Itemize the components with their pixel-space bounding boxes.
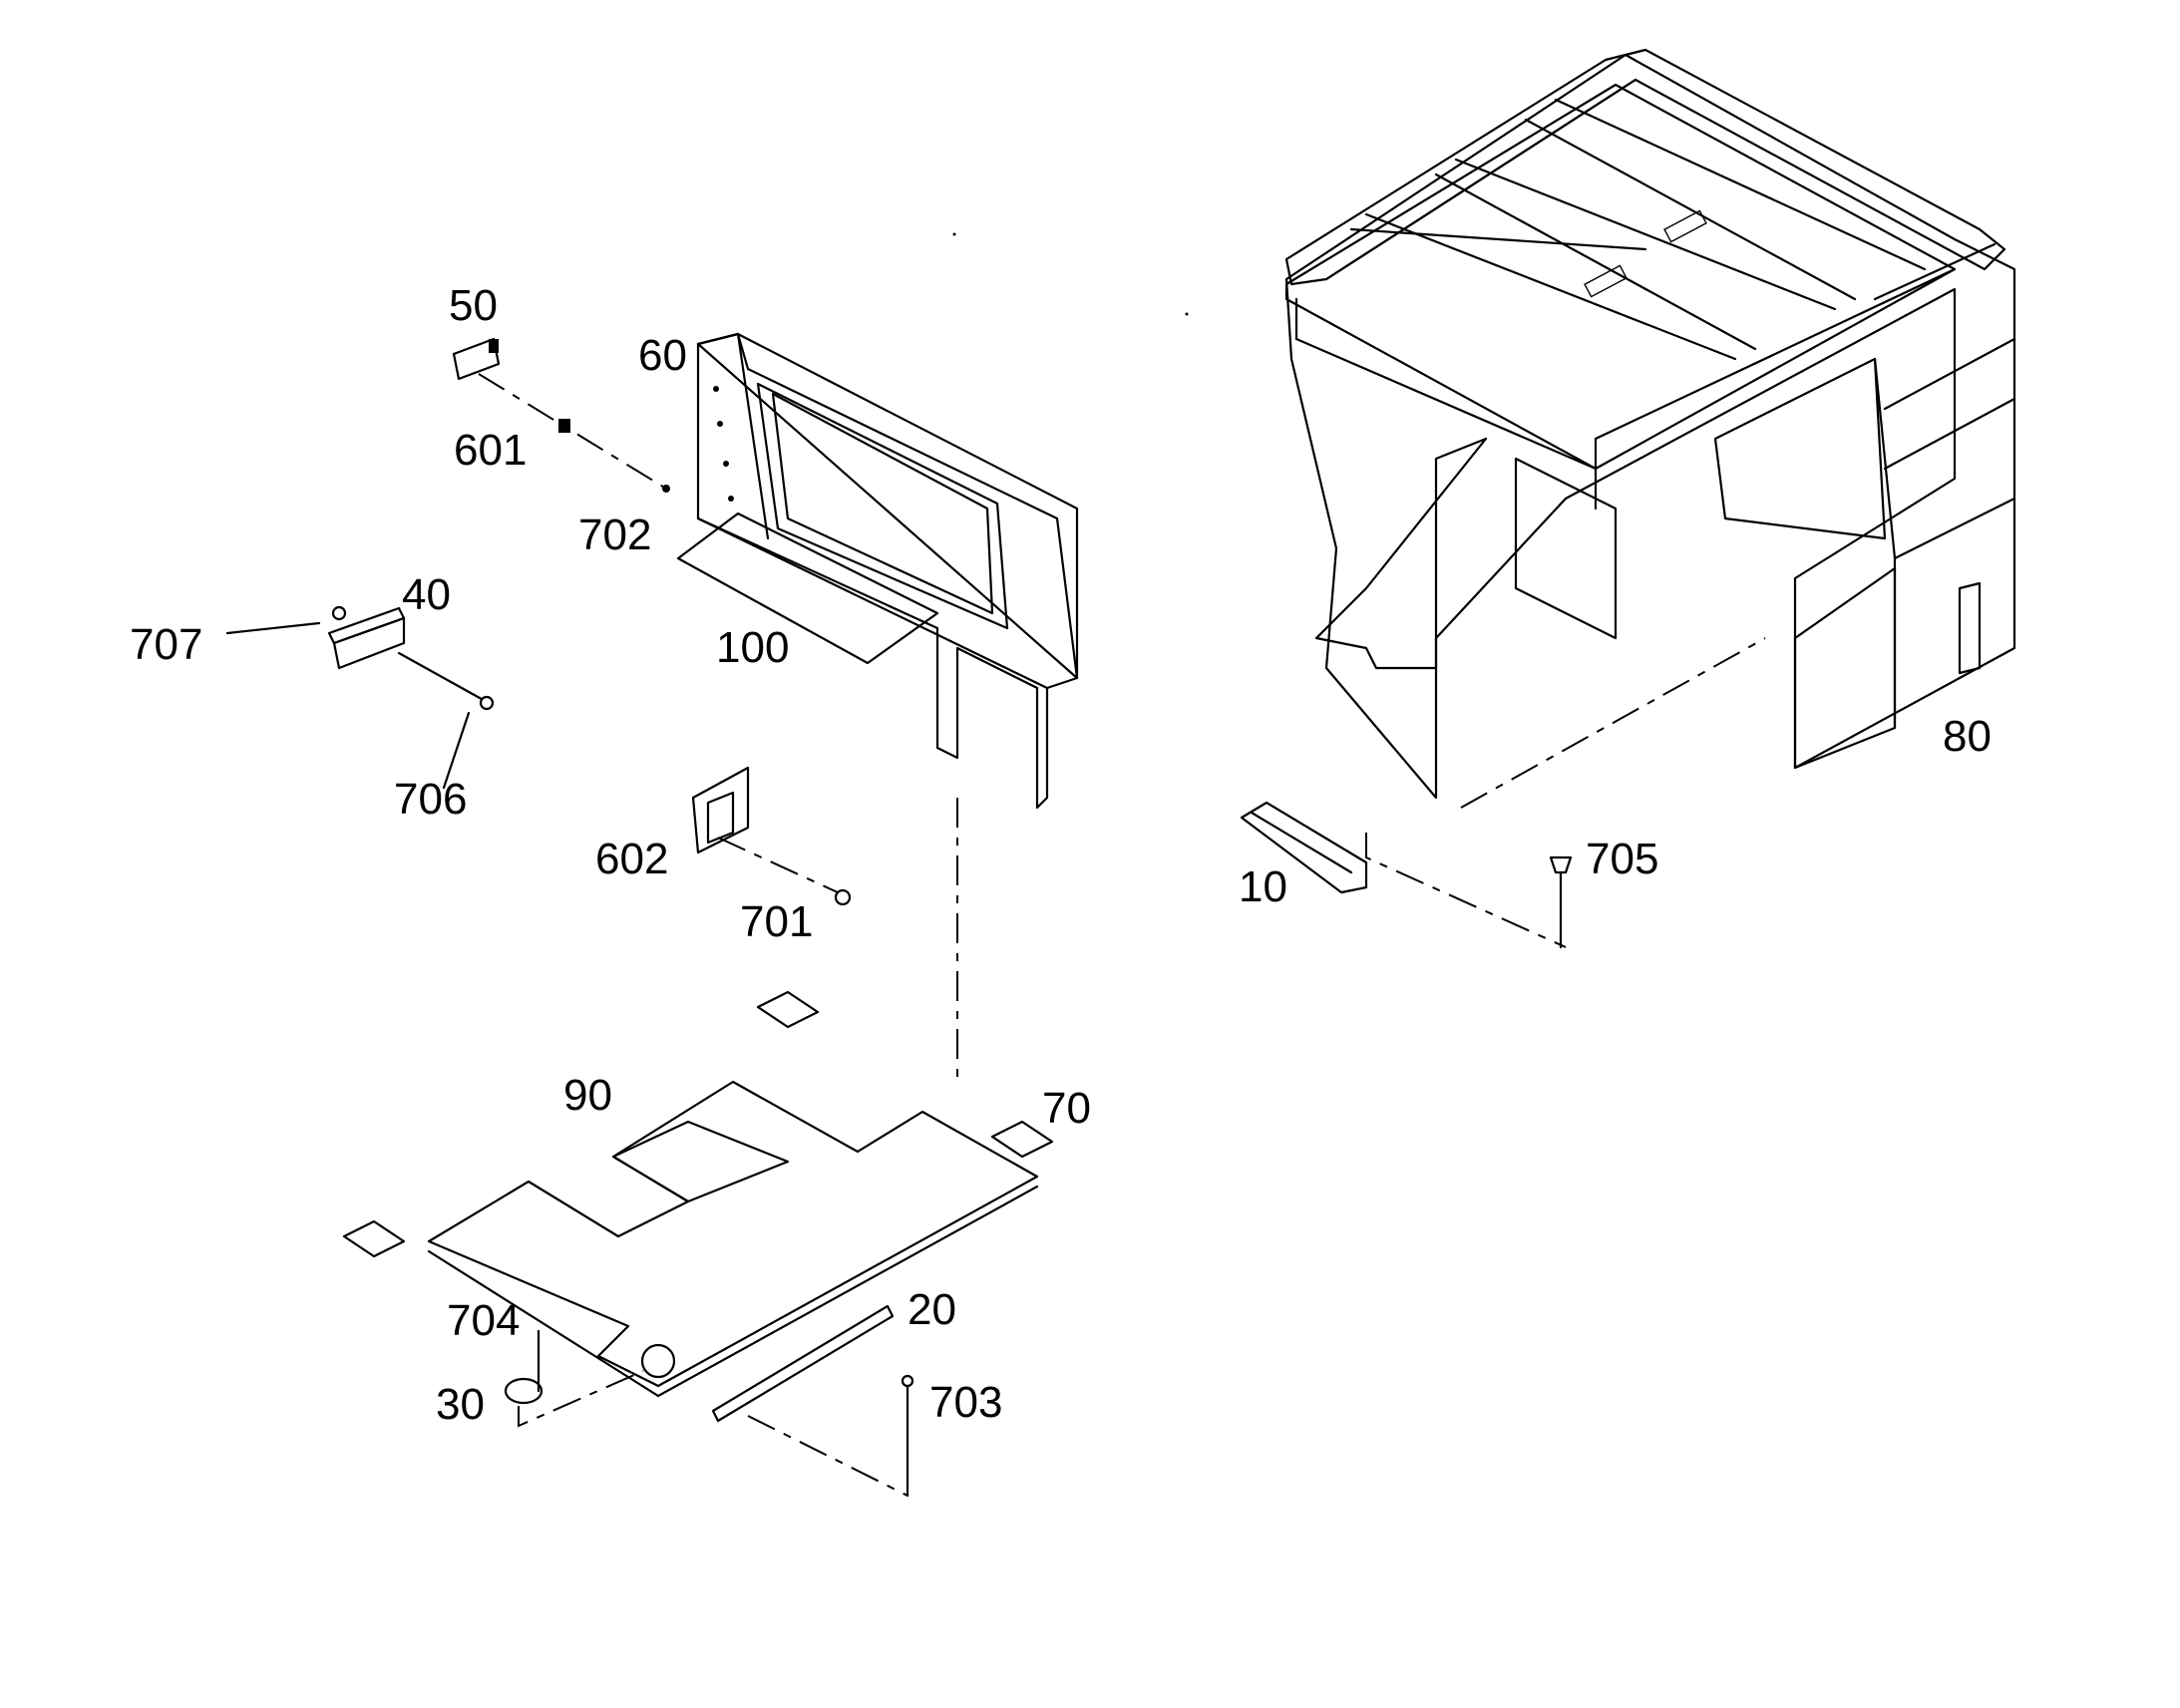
part-90-floor-plate xyxy=(427,1080,1039,1388)
callout-704: 704 xyxy=(447,1296,521,1345)
leader-50-702 xyxy=(478,373,667,490)
part-70-pad-top xyxy=(756,990,820,1029)
part-90-edge xyxy=(427,1249,660,1398)
callout-30: 30 xyxy=(436,1380,485,1429)
stray-dot-2 xyxy=(1185,312,1189,316)
part-703-head xyxy=(901,1374,914,1388)
callout-705: 705 xyxy=(1586,835,1659,883)
part-100-mat xyxy=(676,512,939,665)
callout-50: 50 xyxy=(449,281,498,330)
part-70-pad-left xyxy=(342,1219,406,1258)
guide-line-30-90 xyxy=(518,1370,644,1428)
callout-707: 707 xyxy=(130,620,203,669)
callout-20: 20 xyxy=(908,1285,956,1334)
part-60-console-frame xyxy=(696,332,1079,810)
callout-40: 40 xyxy=(402,570,451,619)
part-20-strip xyxy=(711,1304,895,1423)
callout-80: 80 xyxy=(1943,712,1992,761)
leader-707 xyxy=(225,621,321,635)
guide-line-80-10 xyxy=(1460,637,1766,809)
callout-60: 60 xyxy=(638,331,687,380)
callout-90: 90 xyxy=(563,1071,612,1120)
part-701-screw xyxy=(834,888,852,906)
callout-602: 602 xyxy=(595,835,669,883)
part-706-bolt xyxy=(397,651,491,705)
leader-602-701 xyxy=(717,837,839,893)
part-80-cabin-frame xyxy=(1284,48,2016,800)
part-50-bracket xyxy=(452,337,501,381)
part-707-nut xyxy=(331,605,347,621)
callout-703: 703 xyxy=(929,1378,1003,1427)
callout-601: 601 xyxy=(454,426,528,475)
callout-100: 100 xyxy=(716,623,790,672)
guide-line-10-705 xyxy=(1365,833,1567,948)
guide-line-20-703 xyxy=(747,1415,908,1497)
callout-706: 706 xyxy=(394,775,468,824)
part-90-hole xyxy=(640,1343,676,1379)
part-30-ring xyxy=(504,1377,544,1405)
part-706-head xyxy=(479,695,495,711)
callout-701: 701 xyxy=(740,897,814,946)
callout-70: 70 xyxy=(1042,1084,1091,1133)
part-40-block xyxy=(327,606,406,670)
callout-10: 10 xyxy=(1239,862,1287,911)
stray-dot-1 xyxy=(952,232,956,236)
part-602-plate xyxy=(691,766,750,854)
part-705-clip xyxy=(1549,855,1573,874)
leader-706 xyxy=(442,711,471,790)
callout-702: 702 xyxy=(578,511,652,559)
part-10-rail xyxy=(1240,801,1368,894)
part-90-side xyxy=(656,1185,1039,1398)
part-90-cutout xyxy=(611,1120,790,1203)
part-70-pad-right xyxy=(990,1120,1054,1159)
